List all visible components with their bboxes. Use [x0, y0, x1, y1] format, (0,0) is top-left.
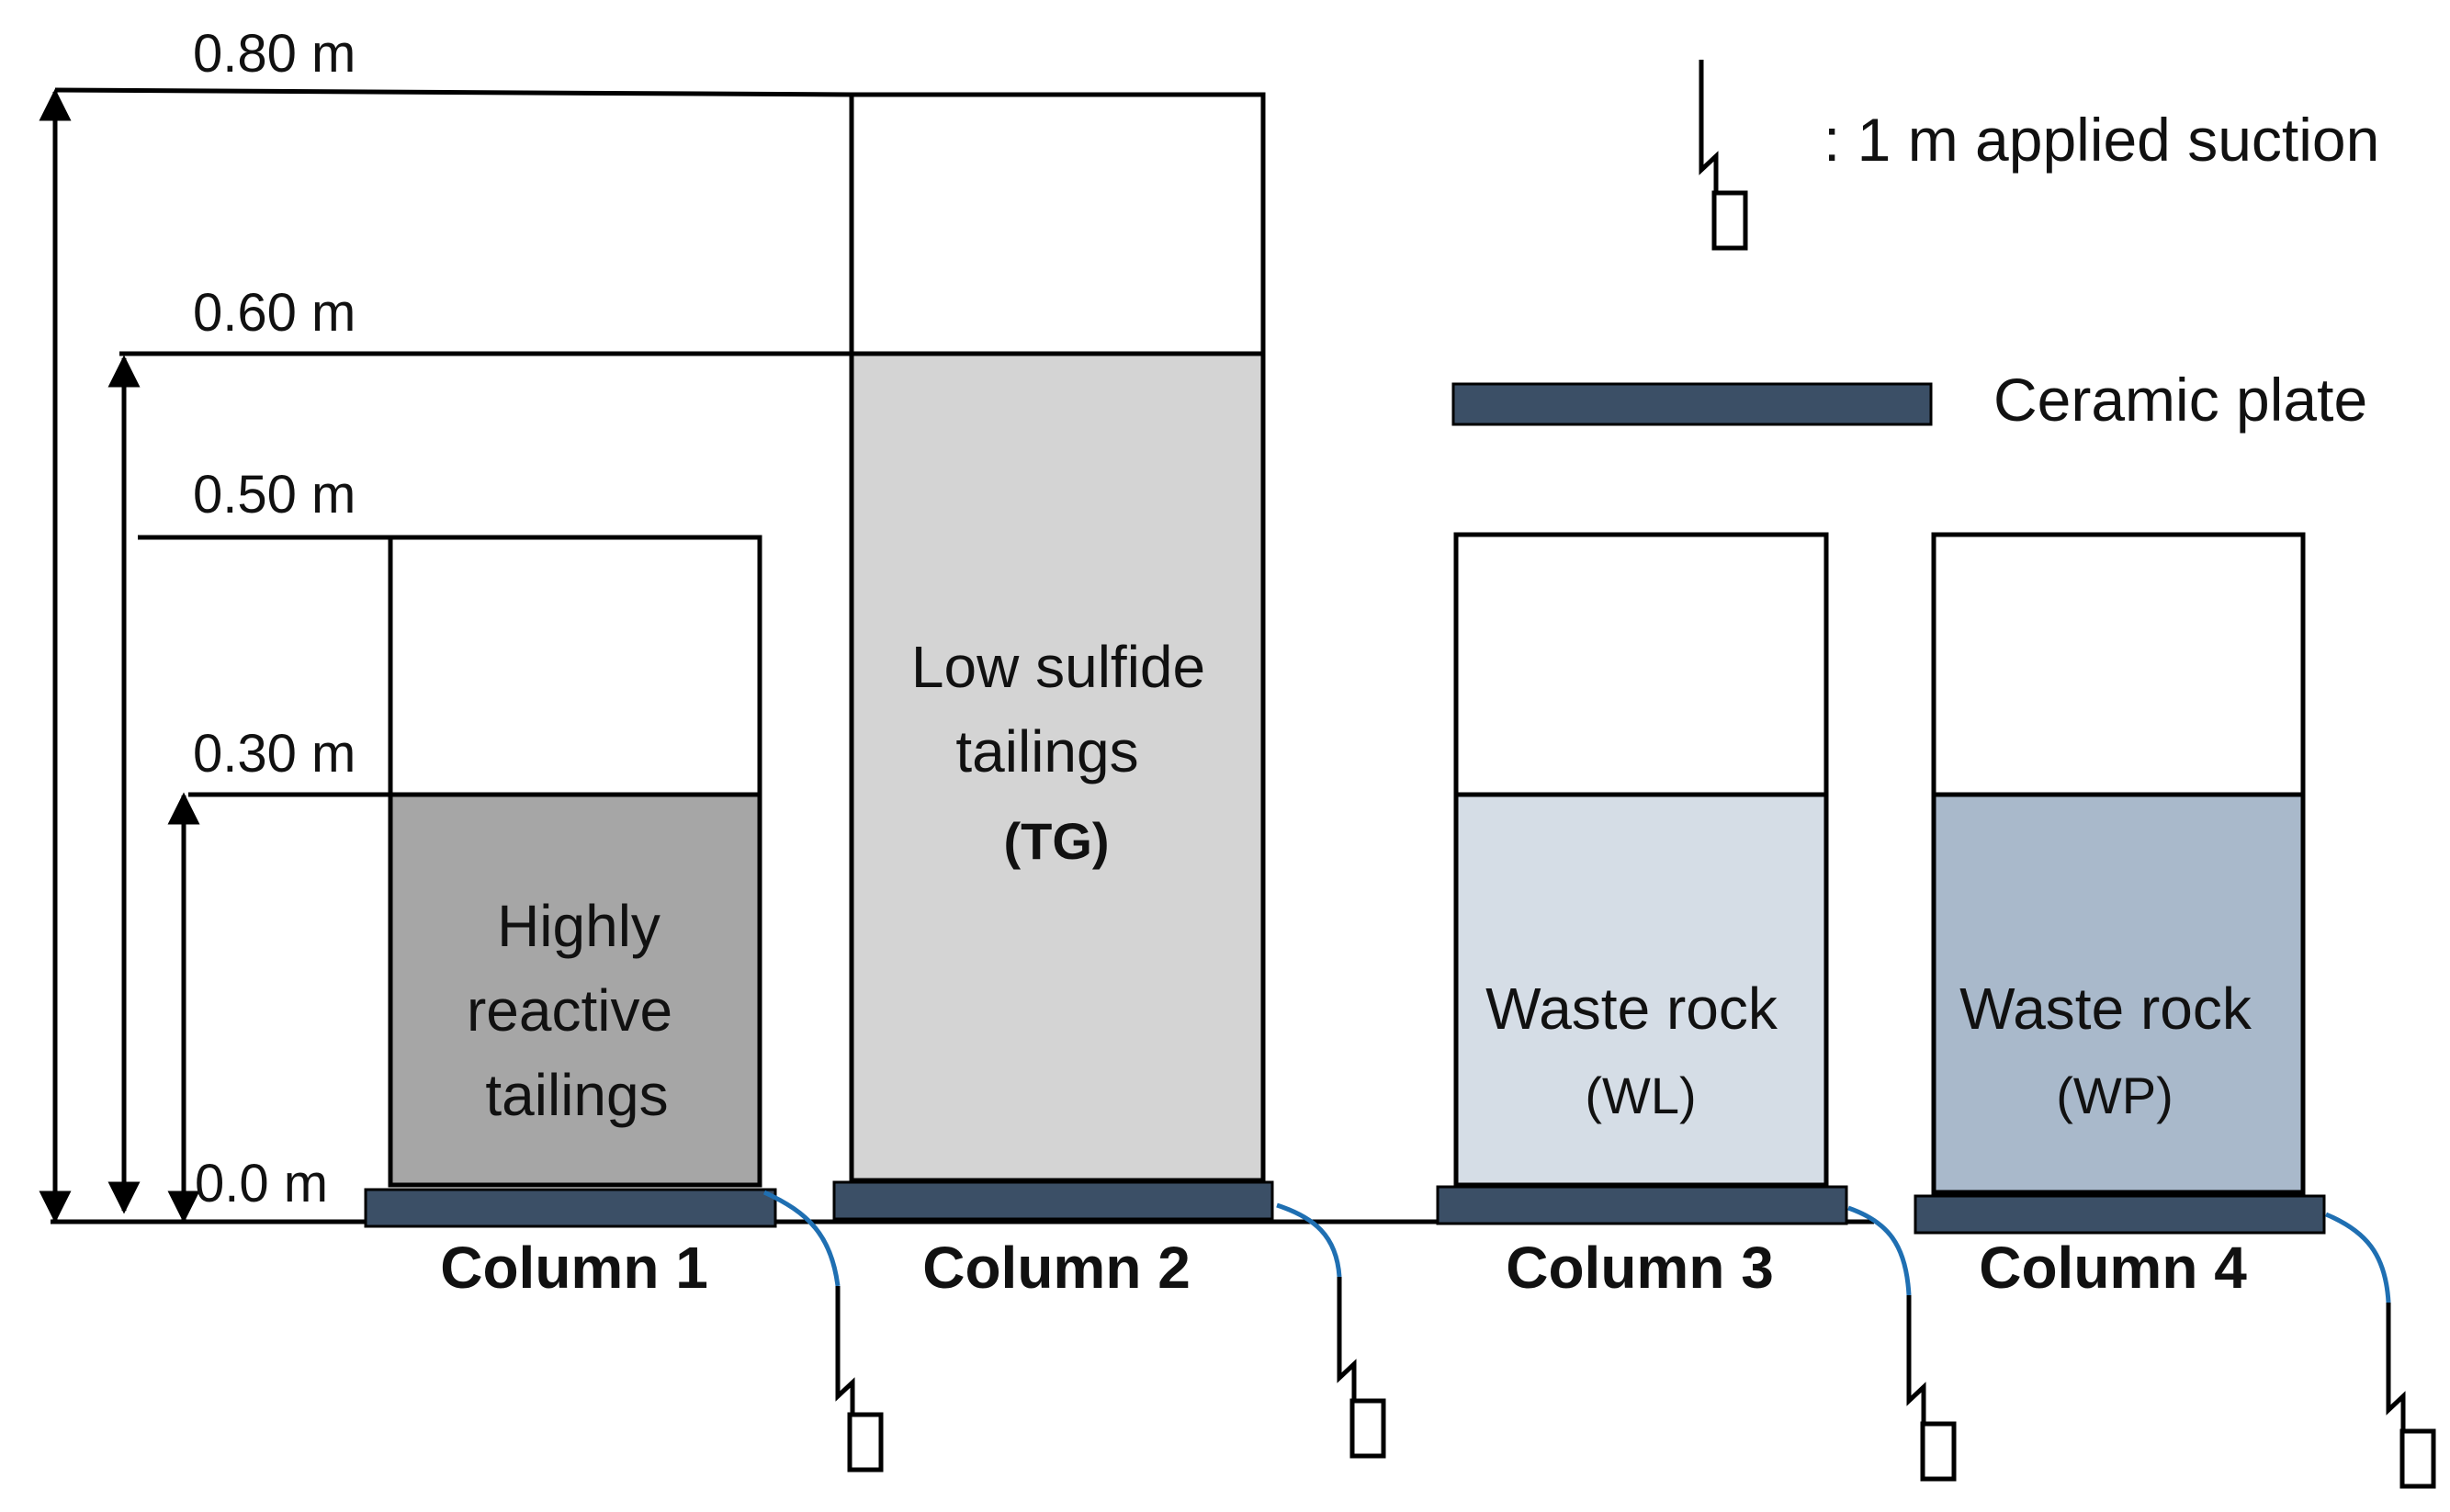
- legend-plate-label: Ceramic plate: [1993, 366, 2367, 434]
- column-2-name: Column 2: [922, 1235, 1191, 1301]
- drain-tubes: [762, 1190, 2391, 1303]
- column-4: [1931, 532, 2306, 1195]
- svg-text:Waste rock: Waste rock: [1959, 976, 2252, 1042]
- suction-device-column-1: [835, 1286, 884, 1473]
- svg-text:(WL): (WL): [1585, 1066, 1696, 1124]
- column-1-drain-tube: [762, 1190, 841, 1287]
- column-4-empty-section: [1931, 532, 2306, 797]
- column-4-name: Column 4: [1979, 1235, 2247, 1301]
- column-3-empty-section: [1453, 532, 1829, 797]
- dimension-arrows: [39, 88, 200, 1224]
- svg-text:Low sulfide: Low sulfide: [911, 634, 1205, 700]
- suction-device-column-4: [2386, 1303, 2436, 1489]
- column-2-material: [849, 351, 1266, 1183]
- column-1-material: [388, 792, 762, 1188]
- legend-ceramic-plate: Ceramic plate: [1451, 366, 2367, 434]
- column-1-ceramic-plate: [364, 1188, 777, 1228]
- svg-text:tailings: tailings: [955, 718, 1138, 784]
- ceramic-plate-legend-swatch: [1451, 382, 1933, 426]
- column-1-name: Column 1: [440, 1235, 708, 1301]
- svg-text:reactive: reactive: [467, 977, 672, 1044]
- svg-text:(TG): (TG): [1003, 812, 1109, 870]
- column-1-material-label: Highly reactive tailings: [467, 893, 672, 1128]
- column-3-material-label: Waste rock (WL): [1485, 976, 1778, 1124]
- legend-suction: : 1 m applied suction: [1699, 60, 2379, 251]
- level-label-050: 0.50 m: [193, 465, 356, 525]
- svg-text:Highly: Highly: [497, 893, 660, 959]
- column-4-drain-tube: [2325, 1212, 2391, 1303]
- column-4-material: [1931, 792, 2306, 1195]
- column-3-drain-tube: [1847, 1205, 1912, 1296]
- column-2-ceramic-plate: [832, 1180, 1274, 1221]
- column-2: [849, 92, 1266, 1183]
- level-label-080: 0.80 m: [193, 24, 356, 84]
- svg-text:Waste rock: Waste rock: [1485, 976, 1778, 1042]
- column-3-material: [1453, 792, 1829, 1188]
- suction-device-column-3: [1906, 1295, 1957, 1482]
- level-label-060: 0.60 m: [193, 283, 356, 343]
- suction-legend-icon: [1699, 60, 1748, 251]
- column-2-drain-tube: [1276, 1202, 1342, 1278]
- column-3-ceramic-plate: [1436, 1185, 1848, 1225]
- level-label-030: 0.30 m: [193, 724, 356, 784]
- svg-text:tailings: tailings: [485, 1062, 668, 1128]
- column-1-empty-section: [388, 535, 762, 797]
- column-4-material-label: Waste rock (WP): [1959, 976, 2252, 1124]
- legend-suction-label: : 1 m applied suction: [1823, 106, 2379, 174]
- column-3: [1453, 532, 1829, 1188]
- column-3-name: Column 3: [1506, 1235, 1774, 1301]
- column-2-material-label: Low sulfide tailings (TG): [911, 634, 1205, 870]
- column-2-empty-section: [849, 92, 1266, 356]
- svg-text:(WP): (WP): [2056, 1066, 2173, 1124]
- ceramic-plates: [364, 1180, 2326, 1235]
- suction-device-column-2: [1337, 1277, 1386, 1459]
- column-4-ceramic-plate: [1914, 1194, 2326, 1235]
- level-label-000: 0.0 m: [195, 1154, 328, 1213]
- column-1: [388, 535, 762, 1188]
